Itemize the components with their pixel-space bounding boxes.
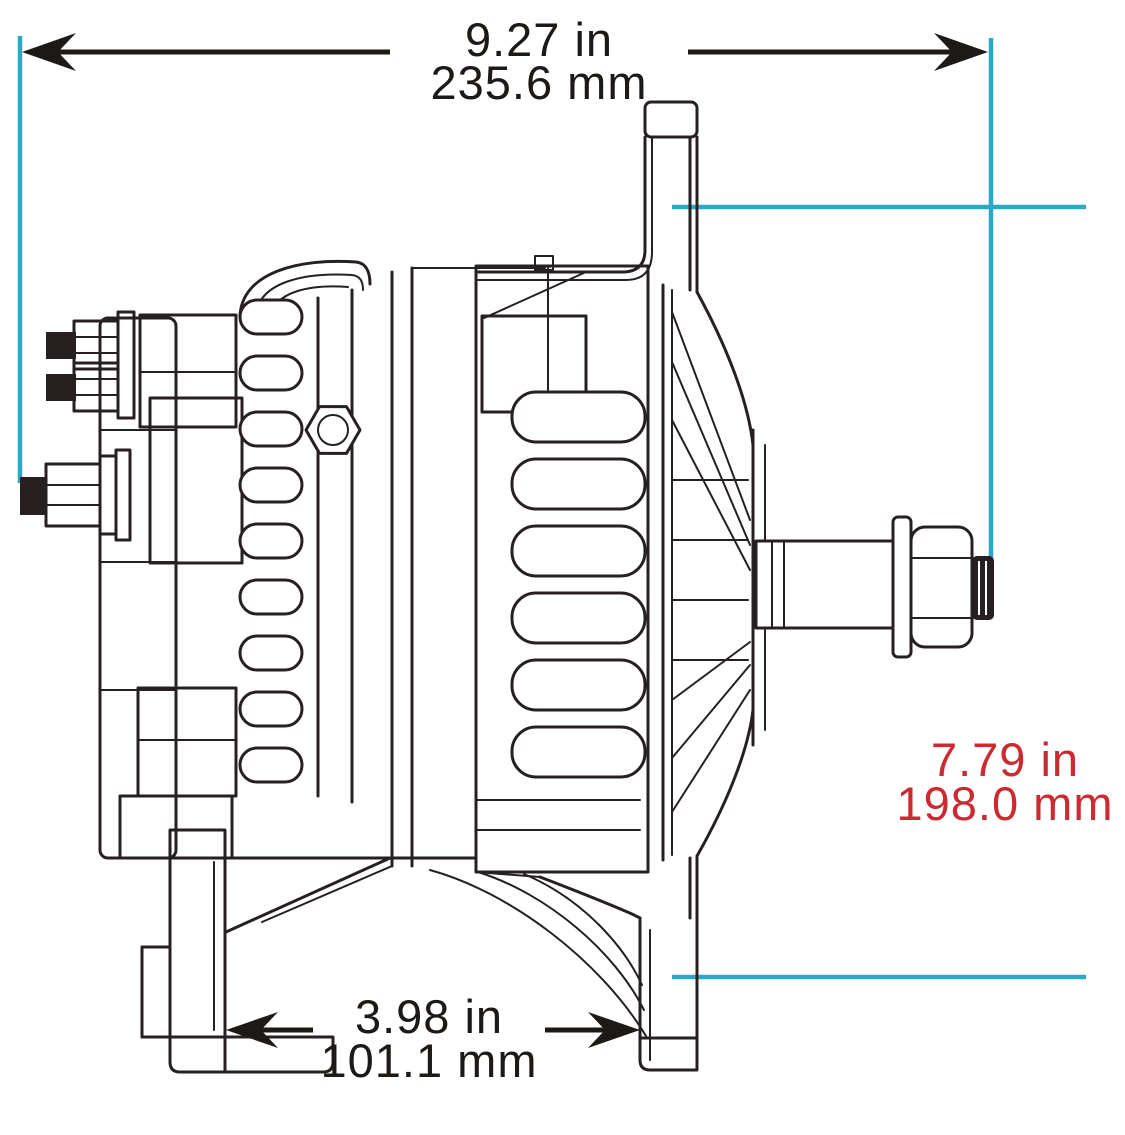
bplus-hex-nut [44, 462, 102, 528]
extension-lines [17, 36, 1086, 980]
fin-slot [238, 354, 304, 392]
fin-arc [238, 259, 372, 318]
front-housing-outline [474, 264, 650, 874]
cap-chamfer [483, 271, 587, 319]
web-spoke [671, 361, 751, 546]
foot-base-pad [223, 1035, 335, 1074]
bplus-thread-tip [20, 477, 46, 515]
dimension-label-inches: 7.79 in [931, 733, 1079, 786]
lower-gusset [429, 869, 647, 1037]
web-spoke [671, 664, 751, 759]
gusset-curve [429, 869, 647, 1037]
shaft-hex-nut [909, 525, 974, 649]
flange-cone-upper [695, 290, 755, 447]
lower-boss [136, 686, 238, 798]
hex-bolt-head [304, 405, 362, 455]
flange-ear-edge [476, 135, 647, 274]
fin-slot [238, 634, 304, 672]
front-housing [474, 255, 650, 874]
foot-slab [168, 828, 227, 1074]
arrowhead-left-icon [22, 33, 76, 71]
stator-band [304, 266, 546, 868]
dimension-label-inches: 9.27 in [465, 13, 613, 66]
foot-brace [261, 865, 393, 923]
vent-slot [510, 658, 647, 712]
terminal-studs [20, 310, 136, 542]
rear-housing [98, 313, 244, 860]
bplus-washer [98, 454, 118, 536]
shaft-assembly [754, 515, 994, 659]
fin-slot [238, 746, 304, 784]
web-spoke [671, 419, 751, 571]
shaft-thread-tip [972, 556, 994, 620]
cap-nub [534, 255, 554, 271]
arrowhead-right-icon [934, 33, 988, 71]
alternator-drawing [20, 100, 994, 1074]
foot-brace [224, 856, 392, 934]
dimension-label-mm: 101.1 mm [321, 1034, 538, 1087]
vent-slot [510, 457, 647, 511]
rear-bottom-step [118, 794, 234, 860]
fin-slot [238, 298, 304, 336]
fin-slot [238, 410, 304, 448]
rear-cooling-fins [238, 259, 372, 784]
stud-thread-tip [46, 374, 76, 401]
fin-slot [238, 690, 304, 728]
foot-tab [140, 945, 172, 1039]
hex-bolt-circle [317, 414, 349, 446]
shaft [754, 539, 895, 630]
dimension-label-mm: 235.6 mm [431, 56, 648, 109]
stud-washer-plate [116, 310, 136, 420]
gusset-curve [523, 873, 643, 986]
fin-arc [255, 273, 364, 317]
fin-slot [238, 522, 304, 560]
vent-slots [510, 390, 647, 779]
body-to-ear-transition [538, 875, 642, 920]
dimension-foot-to-flange: 3.98 in 101.1 mm [226, 990, 640, 1087]
vent-slot [510, 524, 647, 578]
dimension-mounting-height: 7.79 in 198.0 mm [897, 733, 1114, 830]
arrowhead-left-icon [226, 1012, 278, 1048]
web-spoke [671, 311, 751, 521]
flange-cone-lower [695, 708, 755, 858]
web-spoke [671, 689, 751, 813]
dimension-label-inches: 3.98 in [355, 990, 503, 1043]
vent-slot [510, 591, 647, 645]
flange-ear-inner [477, 136, 653, 281]
stud-hex-nut [72, 361, 120, 413]
mounting-foot [140, 828, 541, 1074]
vent-slot [510, 725, 647, 779]
flange-bottom-ear [638, 916, 699, 1072]
fin-slot [238, 578, 304, 616]
flange-top-tab [643, 100, 699, 139]
vent-slot [510, 390, 647, 444]
shaft-washer [891, 515, 913, 659]
gusset-curve [477, 871, 645, 1011]
arrowhead-right-icon [588, 1012, 640, 1048]
bplus-washer [114, 448, 132, 542]
mounting-flange [476, 100, 766, 1072]
stud-thread-tip [46, 332, 76, 359]
dimension-label-mm: 198.0 mm [897, 777, 1114, 830]
dimension-overall-length: 9.27 in 235.6 mm [22, 13, 988, 109]
stud-hex-nut [72, 319, 120, 371]
fin-slot [238, 466, 304, 504]
regulator-cover [148, 396, 244, 565]
web-spoke [671, 641, 751, 701]
